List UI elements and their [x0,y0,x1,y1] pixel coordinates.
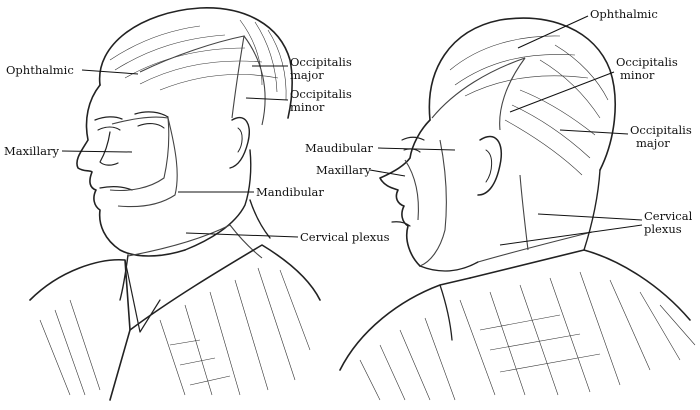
right-hair-hatching [450,36,608,175]
left-ophthalmic-label: Ophthalmic [6,63,74,77]
right-cervical-region [478,232,592,262]
left-maxillary-region [110,117,169,190]
right-cervical-plexus-label-line2: plexus [644,222,682,236]
right-occipitalis-minor-label-line2: minor [620,68,655,82]
left-occipitalis-minor-label-line1: Occipitalis [290,87,352,101]
right-occipitalis-minor-label-line1: Occipitalis [616,55,678,69]
left-mandibular-label: Mandibular [256,185,324,199]
left-cervical-region [128,225,262,258]
left-occipitalis-major-label-line2: major [290,68,324,82]
right-ophthalmic-label: Ophthalmic [590,7,658,21]
right-coat-hatching [360,272,695,400]
right-mandibular-region [420,140,446,266]
left-hair-hatching [110,20,286,100]
left-coat-hatching [40,268,310,395]
right-maxillary-region [405,160,418,220]
right-cervical-plexus-label-line1: Cervical [644,209,693,223]
right-occipital-boundary [500,58,525,130]
right-mandibular-label: Maudibular [305,141,373,155]
right-maxillary-label: Maxillary [316,163,372,177]
left-occipitalis-major-label-line1: Occipitalis [290,55,352,69]
left-occipitalis-minor-label-line2: minor [290,100,325,114]
left-maxillary-label: Maxillary [4,144,60,158]
left-cervical-plexus-label: Cervical plexus [300,230,390,244]
right-occipitalis-major-label-line2: major [636,136,670,150]
right-labels: Ophthalmic Occipitalis minor Occipitalis… [305,7,693,245]
right-occipitalis-major-label-line1: Occipitalis [630,123,692,137]
right-ophthalmic-region [432,58,525,118]
